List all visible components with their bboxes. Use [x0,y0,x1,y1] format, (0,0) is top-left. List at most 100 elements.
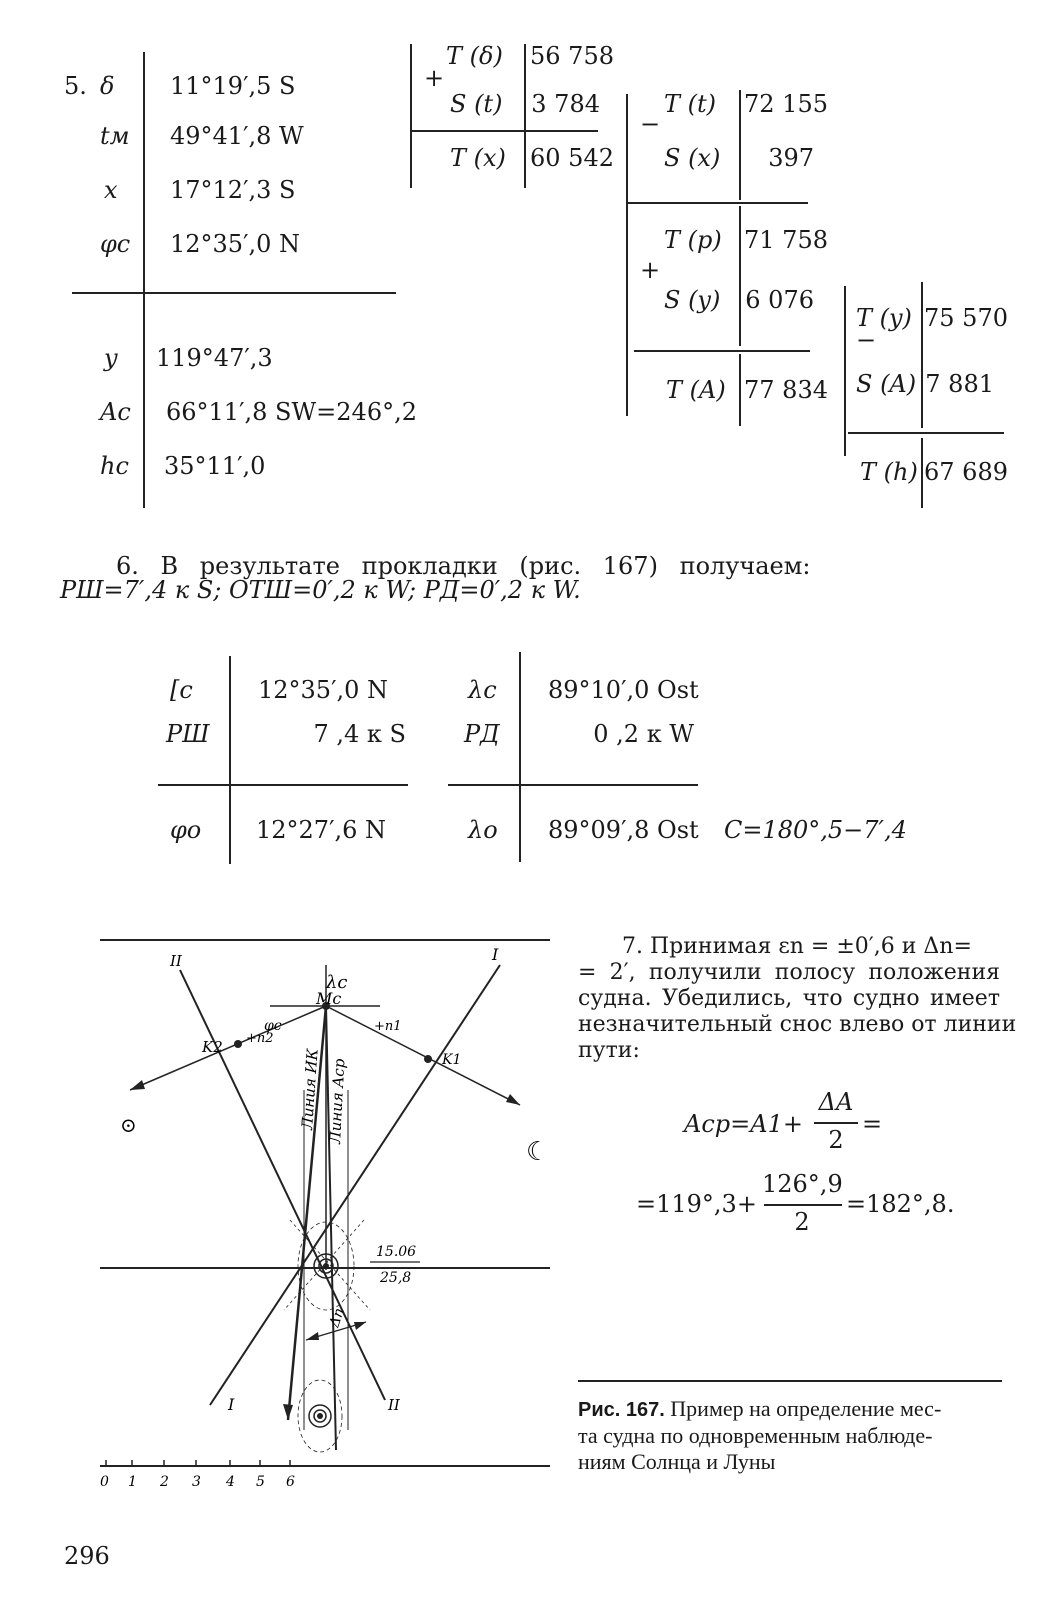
table-rule [412,130,598,132]
c-formula: C=180°,5−7′,4 [724,816,907,844]
caption-text: ниям Солнца и Луны [578,1449,776,1474]
t4-result-value: 67 689 [924,458,1008,486]
step7-line: 7. Принимая εn = ±0′,6 и Δn= [622,934,972,959]
coord-value: 89°10′,0 Ost [548,676,699,704]
label-n2: +n2 [246,1031,274,1046]
dead-reckoning-position-icon [308,1404,332,1428]
t2-value: 397 [768,144,814,172]
table-rule [628,202,808,204]
label-course-line: Линия ИК [298,1048,322,1132]
table-divider [739,206,741,346]
t3-value: 6 076 [745,286,814,314]
point-K1 [424,1055,432,1063]
t4-value: 75 570 [924,304,1008,332]
caption-text: Пример на определение мес- [664,1396,942,1421]
table-divider [921,282,923,428]
sun-icon: ⊙ [120,1113,137,1137]
step5-number: 5. [64,72,87,100]
formula-2-result: =182°,8. [846,1190,955,1218]
moon-icon: ☾ [526,1137,549,1167]
t1-result-label: T (x) [450,144,506,172]
position-line-II [179,969,386,1401]
t3-value: 71 758 [744,226,828,254]
formula-1-numerator: ΔA [818,1088,854,1116]
label-I-bottom: I [227,1395,235,1414]
t1-label: T (δ) [446,42,503,70]
error-ellipse [297,1221,355,1311]
fraction-line [764,1204,842,1206]
coord-label: φo [170,816,202,844]
formula-2-denominator: 2 [794,1208,810,1236]
t3-result-label: T (A) [666,376,726,404]
row-value: 35°11′,0 [164,452,266,480]
table-divider [524,44,526,188]
fraction-line [814,1122,858,1124]
row-label: Ac [100,398,131,426]
label-II-top: II [169,952,183,970]
table-rule [634,350,810,352]
caption-figure-label: Рис. 167. [578,1399,665,1421]
coord-label: [c [170,676,193,704]
formula-1-equals: = [862,1110,883,1138]
label-phi: φc [264,1018,282,1034]
row-label: tм [100,122,130,150]
row-value: 12°35′,0 N [170,230,301,258]
position-figure: II I λc Mc φc K2 K1 +n2 +n1 ⊙ ☾ Линия ИК… [100,939,550,1490]
formula-1-denominator: 2 [828,1126,844,1154]
row-value: 11°19′,5 S [170,72,296,100]
minus-sign: − [856,326,877,354]
label-II-bottom: II [387,1396,401,1414]
plus-sign: + [424,64,445,92]
t3-label: T (p) [664,226,722,254]
coord-value: 12°35′,0 N [258,676,389,704]
step7-line: = 2′, получили полосу положения [578,960,1000,985]
label-K1: K1 [441,1052,461,1068]
caption-text: та судна по одновременным наблюде- [578,1423,933,1448]
scale-label: 0 [100,1474,109,1490]
plus-sign: + [640,256,661,284]
arrow-icon [506,1094,520,1105]
table-divider [739,354,741,426]
row-label: φc [100,230,131,258]
formula-1: Aср=A1+ [684,1110,803,1138]
table-divider [229,656,231,864]
scale-label: 1 [128,1474,137,1490]
row-value: 119°47′,3 [156,344,273,372]
table-divider [739,90,741,200]
page-number: 296 [64,1542,110,1570]
t4-label: S (A) [856,370,917,398]
minus-sign: − [640,110,661,138]
table-rule [72,292,396,294]
row-label: y [104,344,118,372]
t1-value: 3 784 [531,90,600,118]
moon-azimuth-line [325,1005,521,1106]
point-K2 [234,1040,242,1048]
label-distance: 25,8 [379,1270,411,1286]
table-divider [921,438,923,508]
label-I-top: I [491,945,499,964]
label-Mc: Mc [315,989,341,1008]
row-value: 17°12′,3 S [170,176,296,204]
t1-result-value: 60 542 [530,144,614,172]
step6-line2: РШ=7′,4 к S; ОТШ=0′,2 к W; РД=0′,2 к W. [60,576,581,604]
arrow-icon [283,1404,293,1420]
position-line-I [209,964,501,1406]
table-rule [848,432,1004,434]
coord-label: РД [464,720,500,748]
t2-label: T (t) [664,90,717,118]
observed-position-icon [313,1253,339,1279]
scale-label: 5 [256,1474,265,1490]
label-lambda: λc [325,972,348,993]
t3-result-value: 77 834 [744,376,828,404]
arrow-icon [130,1080,145,1090]
table-divider [519,652,521,862]
row-value: 49°41′,8 W [170,122,304,150]
label-K2: K2 [201,1038,223,1056]
formula-2-numerator: 126°,9 [762,1170,843,1198]
scale-label: 4 [225,1474,235,1490]
step6-line1: 6. В результате прокладки (рис. 167) пол… [116,552,811,580]
label-n1: +n1 [374,1019,402,1034]
step7-line: судна. Убедились, что судно имеет [578,986,1000,1011]
scale-label: 2 [159,1474,169,1490]
step7-line: незначительный снос влево от линии [578,1012,1017,1037]
